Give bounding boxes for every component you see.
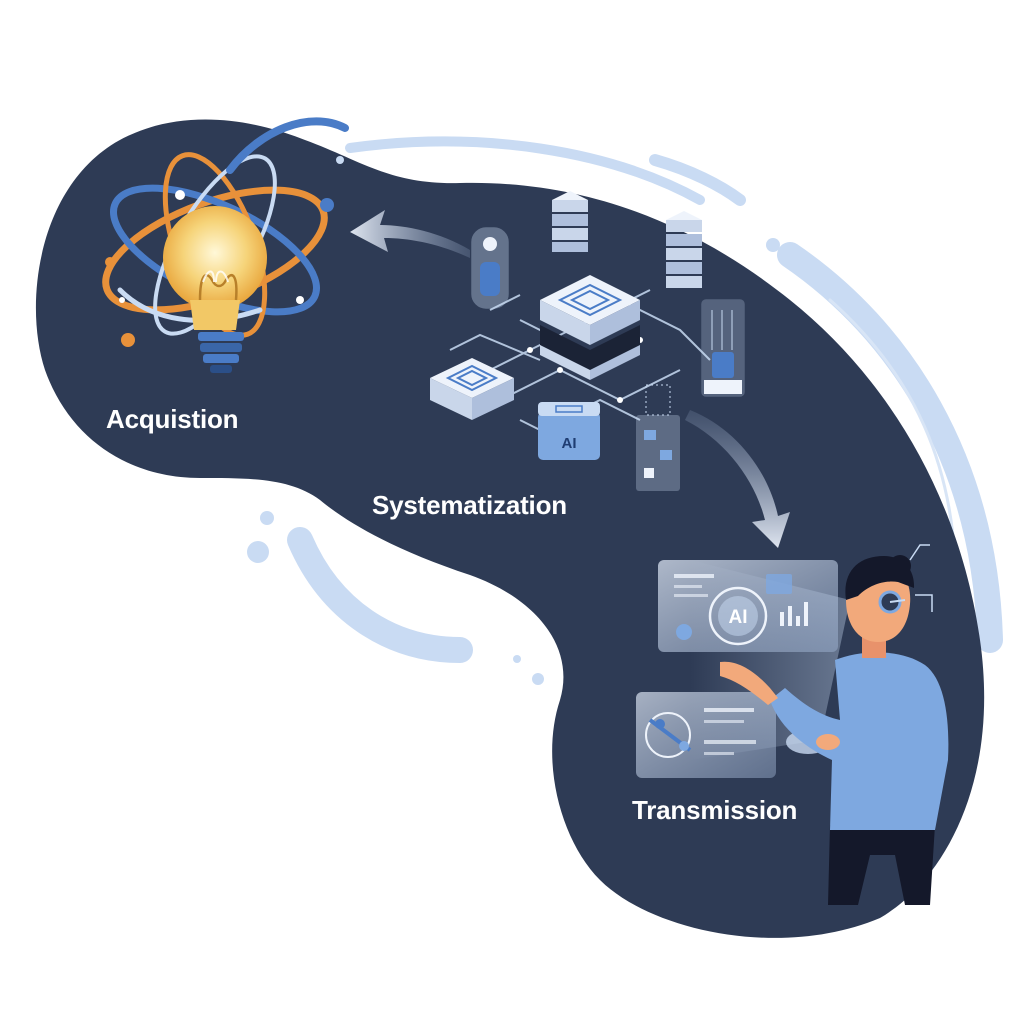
- person-hologram-illustration: AI: [636, 544, 949, 905]
- background-swooshes: [247, 136, 1003, 685]
- stage-label-systematization: Systematization: [372, 490, 567, 520]
- hologram-ai-label: AI: [729, 607, 748, 628]
- chip-ai-label: AI: [562, 435, 577, 452]
- arrow-to-acquisition: [350, 210, 470, 258]
- arrow-to-transmission: [685, 410, 790, 548]
- stage-label-transmission: Transmission: [632, 795, 798, 825]
- stage-label-acquisition: Acquistion: [106, 404, 239, 434]
- lightbulb-illustration: [102, 117, 349, 373]
- server-network-illustration: AI: [430, 191, 745, 491]
